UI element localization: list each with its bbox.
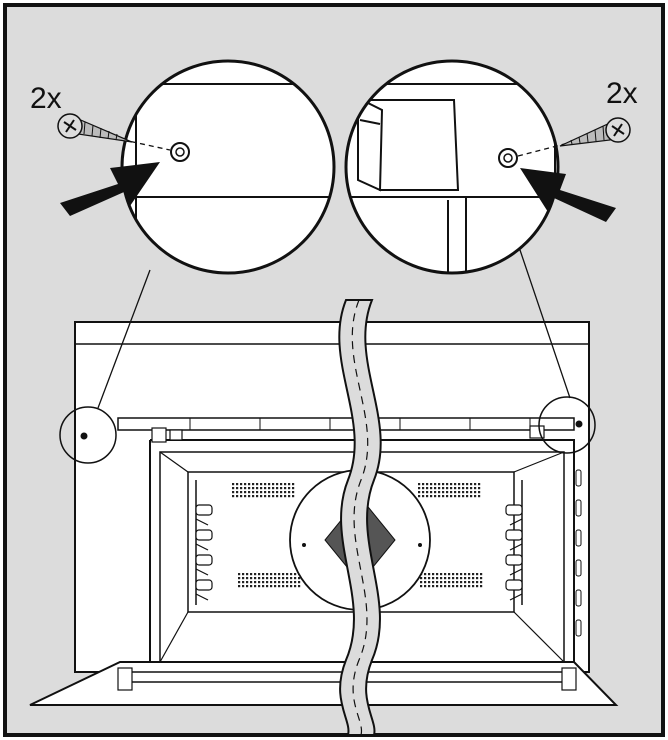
- vent-grid: [232, 483, 295, 498]
- fan-screw: [302, 543, 306, 547]
- arrow-icon: [60, 162, 160, 216]
- vent-grids: [232, 483, 483, 588]
- leader-line-left: [97, 269, 151, 409]
- count-label-right: 2x: [606, 77, 638, 110]
- screw-icon: [559, 117, 631, 147]
- vent-grid: [238, 573, 301, 588]
- rack-rail: [505, 480, 523, 605]
- rack-rail: [195, 480, 213, 605]
- callout-right: [344, 59, 631, 275]
- vent-grid: [420, 573, 483, 588]
- hinge-left: [117, 667, 133, 691]
- arrow-icon: [520, 168, 616, 222]
- mounting-point-right: [538, 396, 596, 454]
- cavity-perspective-lines: [159, 451, 565, 663]
- fan-screw: [418, 543, 422, 547]
- strip-segments: [189, 418, 531, 430]
- leader-line-right: [519, 249, 571, 399]
- break-band: [338, 299, 382, 736]
- rack-rails: [195, 480, 523, 605]
- oven-unit: [29, 321, 619, 706]
- vent-grid: [418, 483, 481, 498]
- oven-bracket-left: [151, 427, 183, 443]
- control-strip: [117, 417, 575, 431]
- oven-cavity-frame: [149, 439, 575, 662]
- door-slots: [575, 469, 582, 637]
- callout-left: [57, 59, 336, 275]
- mounting-point-left: [59, 406, 117, 464]
- screw-icon: [57, 113, 133, 143]
- hinge-right: [561, 667, 577, 691]
- count-label-left: 2x: [30, 82, 62, 115]
